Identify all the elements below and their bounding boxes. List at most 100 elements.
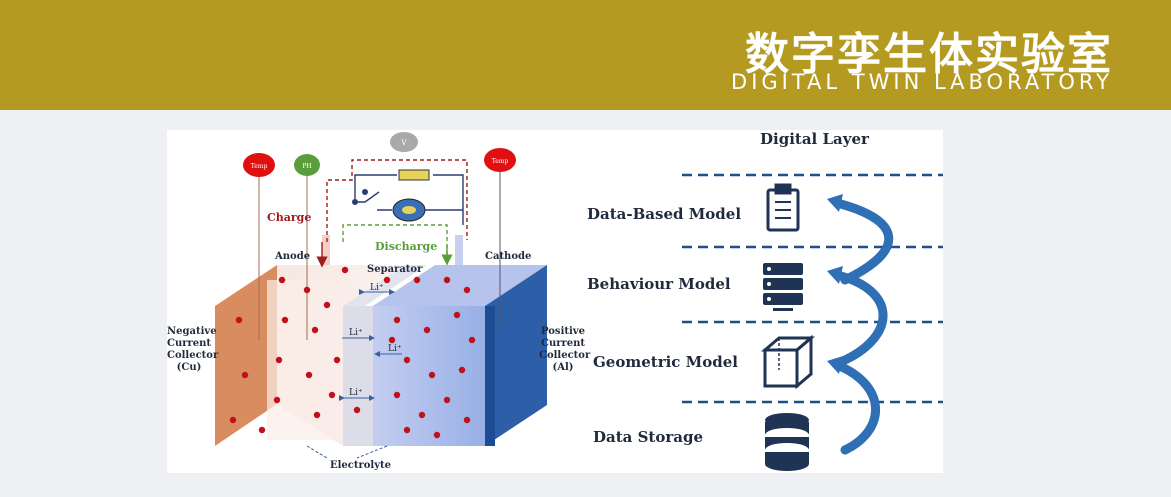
ion-arrows xyxy=(339,289,402,401)
lithium-particle xyxy=(393,391,401,399)
lithium-particle xyxy=(353,406,361,414)
arrow-head xyxy=(827,194,843,212)
sensor-label: PH xyxy=(302,163,311,170)
neg-collector-line: Current xyxy=(167,338,212,349)
neg-collector-line: Negative xyxy=(167,326,217,337)
figure-svg: Temp PH V Temp Li⁺ Li⁺ Li⁺ Li⁺ xyxy=(215,132,943,471)
electrolyte-label: Electrolyte xyxy=(330,460,392,471)
lithium-particle xyxy=(463,286,471,294)
sensor-label: V xyxy=(400,139,407,147)
database-icon xyxy=(765,413,809,471)
separator-label: Separator xyxy=(367,264,423,275)
lithium-particle xyxy=(418,411,426,419)
neg-collector-line: Collector xyxy=(167,350,219,361)
lithium-particle xyxy=(423,326,431,334)
lithium-particle xyxy=(433,431,441,439)
pos-collector-line: Current xyxy=(540,338,586,349)
lithium-particle xyxy=(388,336,396,344)
pos-collector-line: Positive xyxy=(541,326,585,337)
negative-collector-label: Negative Current Collector (Cu) xyxy=(167,326,219,374)
layer-label-geometric-model: Geometric Model xyxy=(593,353,738,371)
sensor-ph: PH xyxy=(294,154,320,340)
lithium-particle xyxy=(333,356,341,364)
discharge-label: Discharge xyxy=(375,240,438,253)
switch-node-2 xyxy=(362,189,368,195)
digital-layer-header: Digital Layer xyxy=(760,130,869,148)
aluminum-front xyxy=(485,306,495,446)
layer-label-data-based-model: Data-Based Model xyxy=(587,205,742,223)
lithium-particle xyxy=(323,301,331,309)
pos-collector-line: Collector xyxy=(539,350,591,361)
arrow-head xyxy=(827,356,843,374)
lithium-particle xyxy=(403,356,411,364)
sensor-voltage: V xyxy=(390,132,418,152)
pos-collector-line: (Al) xyxy=(552,362,574,373)
neg-collector-line: (Cu) xyxy=(176,362,202,373)
layer-label-data-storage: Data Storage xyxy=(593,428,704,446)
layer-label-behaviour-model: Behaviour Model xyxy=(587,275,731,293)
lithium-particle xyxy=(303,286,311,294)
lithium-particle xyxy=(458,366,466,374)
arrow-head xyxy=(827,266,843,284)
electrolyte-pointer xyxy=(306,445,388,459)
lithium-particle xyxy=(258,426,266,434)
lithium-particle xyxy=(241,371,249,379)
charge-path xyxy=(326,159,468,242)
ion-label: Li⁺ xyxy=(349,388,363,398)
cathode-label: Cathode xyxy=(485,251,532,262)
lithium-particle xyxy=(443,276,451,284)
resistor-icon xyxy=(398,169,430,181)
lithium-particle xyxy=(313,411,321,419)
circuit xyxy=(316,159,468,268)
ion-label: Li⁺ xyxy=(370,283,384,293)
lithium-particle xyxy=(463,416,471,424)
lithium-particle xyxy=(453,311,461,319)
discharge-path xyxy=(342,224,448,258)
lithium-particle xyxy=(341,266,349,274)
lithium-particles xyxy=(229,266,476,439)
lithium-particle xyxy=(229,416,237,424)
copper-collector xyxy=(215,265,277,446)
flow-arrow-behaviour-to-data xyxy=(832,198,894,285)
lithium-particle xyxy=(305,371,313,379)
lithium-particle xyxy=(468,336,476,344)
banner-title-cn: 数字孪生体实验室 xyxy=(745,29,1113,80)
anode-label: Anode xyxy=(275,251,311,262)
sensor-label: Temp xyxy=(251,163,268,170)
cathode-terminal xyxy=(455,235,463,265)
lithium-particle xyxy=(428,371,436,379)
switch-node xyxy=(352,199,358,205)
lithium-particle xyxy=(393,316,401,324)
circuit-wire xyxy=(354,174,464,225)
cathode-region xyxy=(373,265,547,306)
lithium-particle xyxy=(443,396,451,404)
ion-label: Li⁺ xyxy=(388,344,402,354)
anode-terminal xyxy=(322,235,330,265)
server-icon xyxy=(763,263,803,311)
sensor-label: Temp xyxy=(492,158,509,165)
lithium-particle xyxy=(328,391,336,399)
flow-arrow-storage-to-geometric xyxy=(832,360,881,455)
header-banner xyxy=(0,0,1171,110)
separator-front xyxy=(343,306,373,446)
layer-dividers xyxy=(682,173,943,404)
lithium-particle xyxy=(281,316,289,324)
ion-label: Li⁺ xyxy=(349,328,363,338)
figure-panel: Temp PH V Temp Li⁺ Li⁺ Li⁺ Li⁺ xyxy=(167,130,943,473)
flow-arrow-geometric-to-behaviour xyxy=(832,270,888,365)
lithium-particle xyxy=(235,316,243,324)
positive-collector-label: Positive Current Collector (Al) xyxy=(539,326,591,374)
lithium-particle xyxy=(383,276,391,284)
clipboard-icon xyxy=(766,183,800,232)
sensor-temp-right: Temp xyxy=(484,148,516,330)
lithium-particle xyxy=(413,276,421,284)
lithium-particle xyxy=(311,326,319,334)
sensor-temp-left: Temp xyxy=(243,153,275,340)
cube-icon xyxy=(760,334,816,390)
lithium-particle xyxy=(403,426,411,434)
flow-arrow-heads xyxy=(827,194,843,374)
lithium-particle xyxy=(278,276,286,284)
lithium-particle xyxy=(273,396,281,404)
charge-label: Charge xyxy=(267,211,312,224)
lithium-particle xyxy=(275,356,283,364)
